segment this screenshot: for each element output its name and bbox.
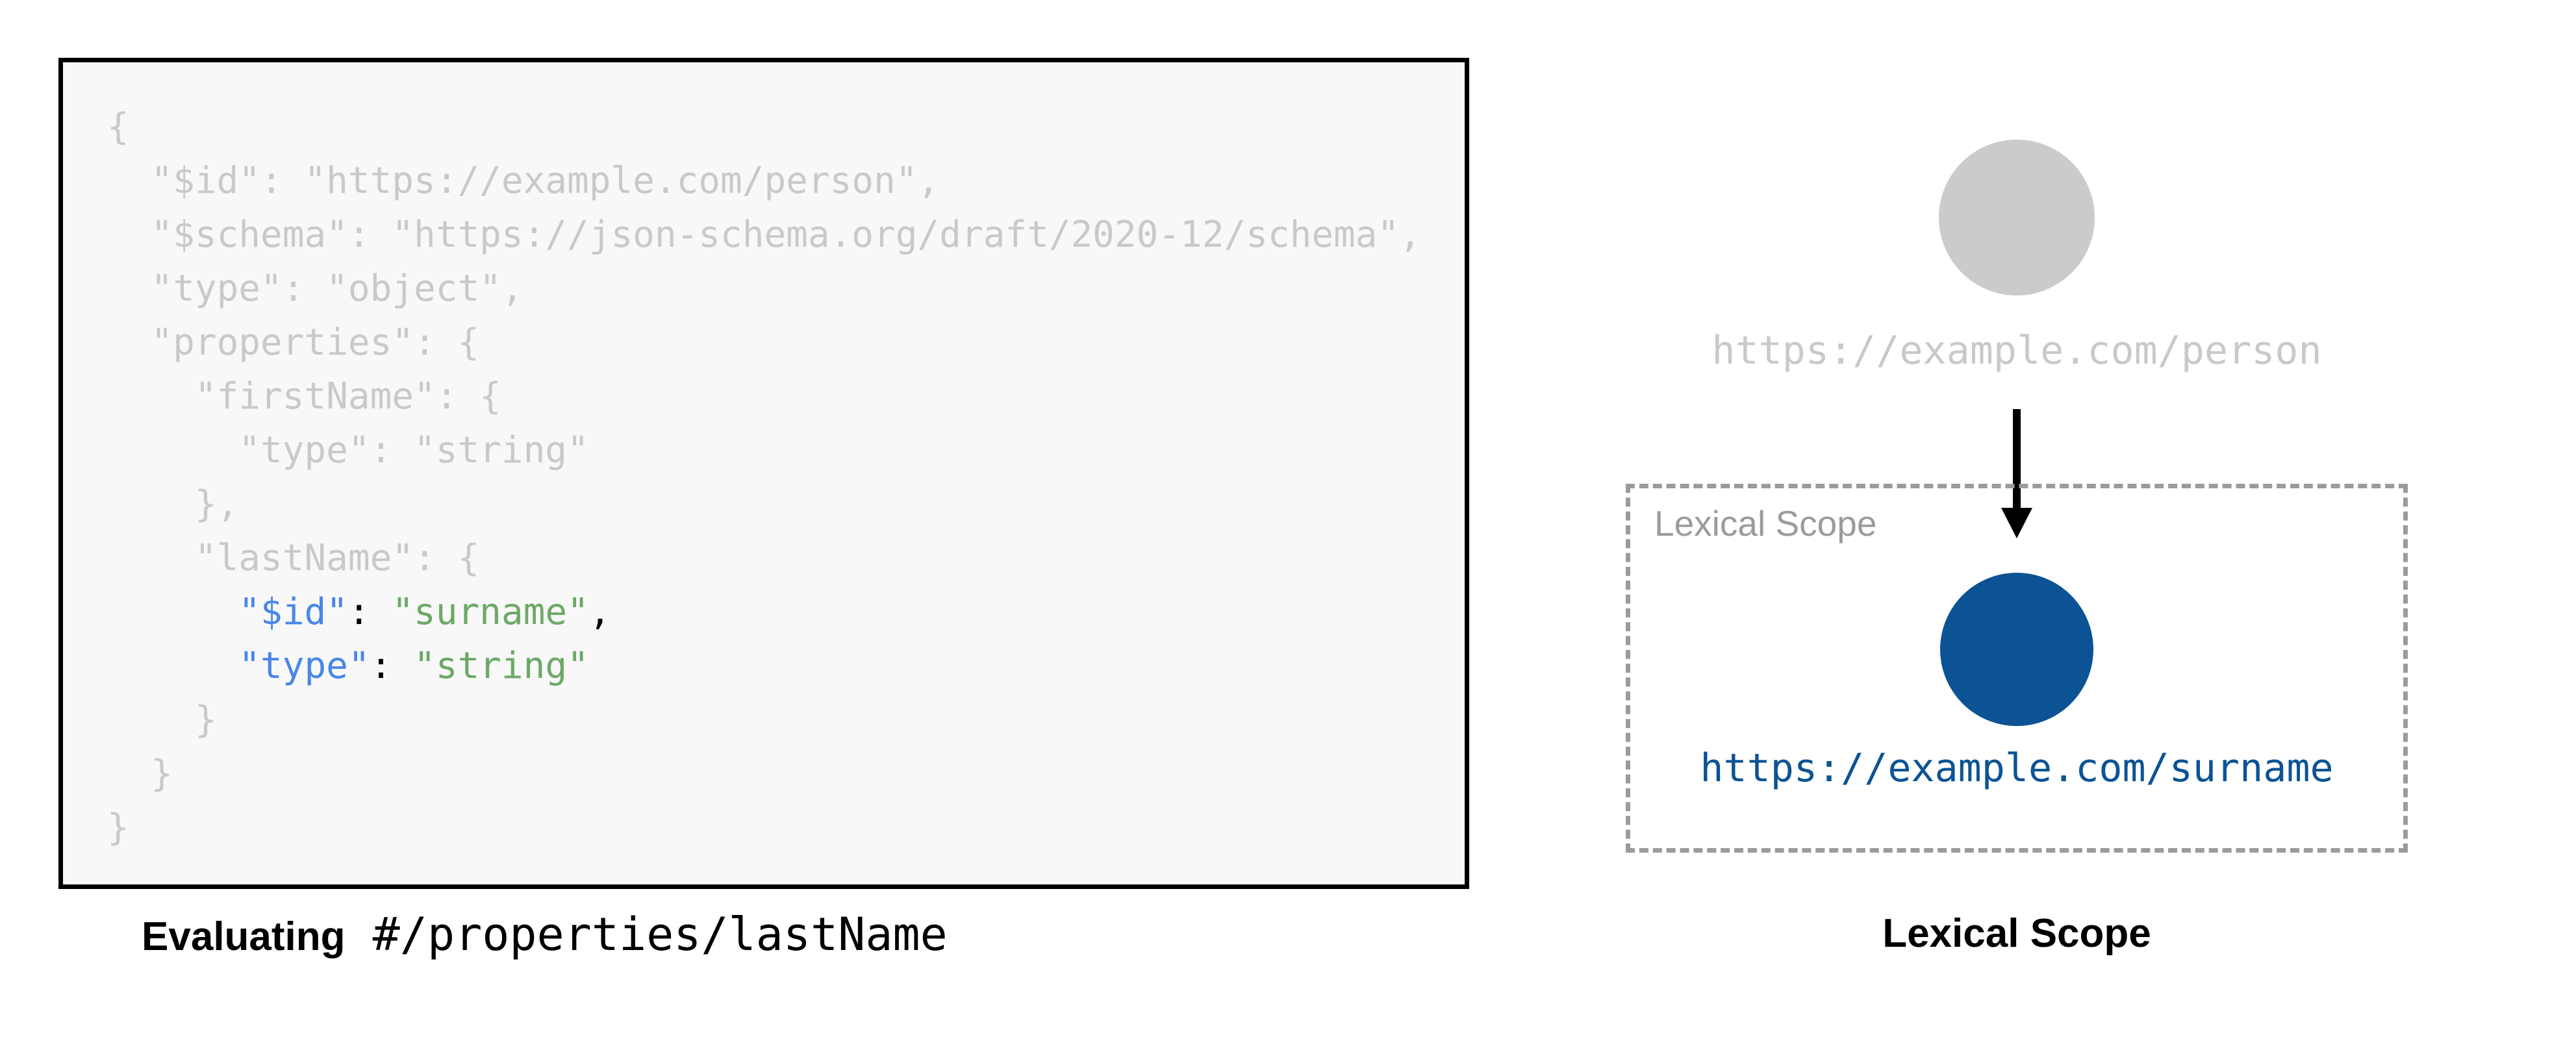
code-line: { [107, 100, 1421, 154]
left-caption-evaluating: Evaluating [142, 914, 346, 959]
code-token: } [107, 753, 173, 795]
code-line: "properties": { [107, 316, 1421, 369]
code-token: "$id" [238, 591, 348, 633]
right-caption: Lexical Scope [1882, 911, 2151, 956]
code-token: : [370, 645, 414, 687]
code-token: "string" [414, 645, 589, 687]
child-schema-uri-label: https://example.com/surname [1700, 745, 2334, 791]
code-token: "lastName": { [107, 537, 480, 579]
code-token: : [347, 591, 392, 633]
code-line: }, [107, 477, 1421, 531]
parent-schema-uri-label: https://example.com/person [1711, 328, 2322, 373]
code-token: } [107, 807, 129, 849]
code-line: } [107, 747, 1421, 801]
json-schema-code-panel: { "$id": "https://example.com/person", "… [58, 58, 1469, 889]
code-token: "type" [238, 645, 370, 687]
code-line: "type": "string" [107, 423, 1421, 477]
down-arrow-icon [2001, 409, 2032, 538]
code-token: "$schema": "https://json-schema.org/draf… [107, 214, 1421, 256]
code-line: "$id": "surname", [107, 585, 1421, 639]
parent-schema-node [1939, 140, 2095, 295]
code-line: } [107, 693, 1421, 747]
code-token: { [107, 106, 129, 148]
left-caption-json-pointer: #/properties/lastName [345, 908, 948, 961]
code-line: "firstName": { [107, 369, 1421, 423]
code-token: "$id": "https://example.com/person", [107, 160, 940, 202]
code-line: "type": "string" [107, 639, 1421, 693]
code-token: } [107, 699, 217, 741]
code-line: "lastName": { [107, 531, 1421, 585]
code-token: "properties": { [107, 321, 480, 364]
code-token: }, [107, 483, 239, 525]
code-token [107, 591, 238, 633]
code-line: "$id": "https://example.com/person", [107, 154, 1421, 208]
code-token: "type": "string" [107, 429, 589, 471]
child-schema-node [1940, 573, 2093, 726]
code-line: "$schema": "https://json-schema.org/draf… [107, 208, 1421, 262]
code-token: , [588, 591, 611, 633]
code-line: } [107, 801, 1421, 855]
code-token: "surname" [392, 591, 589, 633]
json-schema-code: { "$id": "https://example.com/person", "… [107, 100, 1421, 855]
code-line: "type": "object", [107, 262, 1421, 316]
lexical-scope-box-label: Lexical Scope [1654, 503, 1877, 544]
code-token: "firstName": { [107, 375, 501, 418]
code-token: "type": "object", [107, 268, 524, 310]
lexical-scope-box: Lexical Scope [1626, 484, 2408, 853]
code-token [107, 645, 238, 687]
left-caption: Evaluating #/properties/lastName [142, 908, 948, 961]
